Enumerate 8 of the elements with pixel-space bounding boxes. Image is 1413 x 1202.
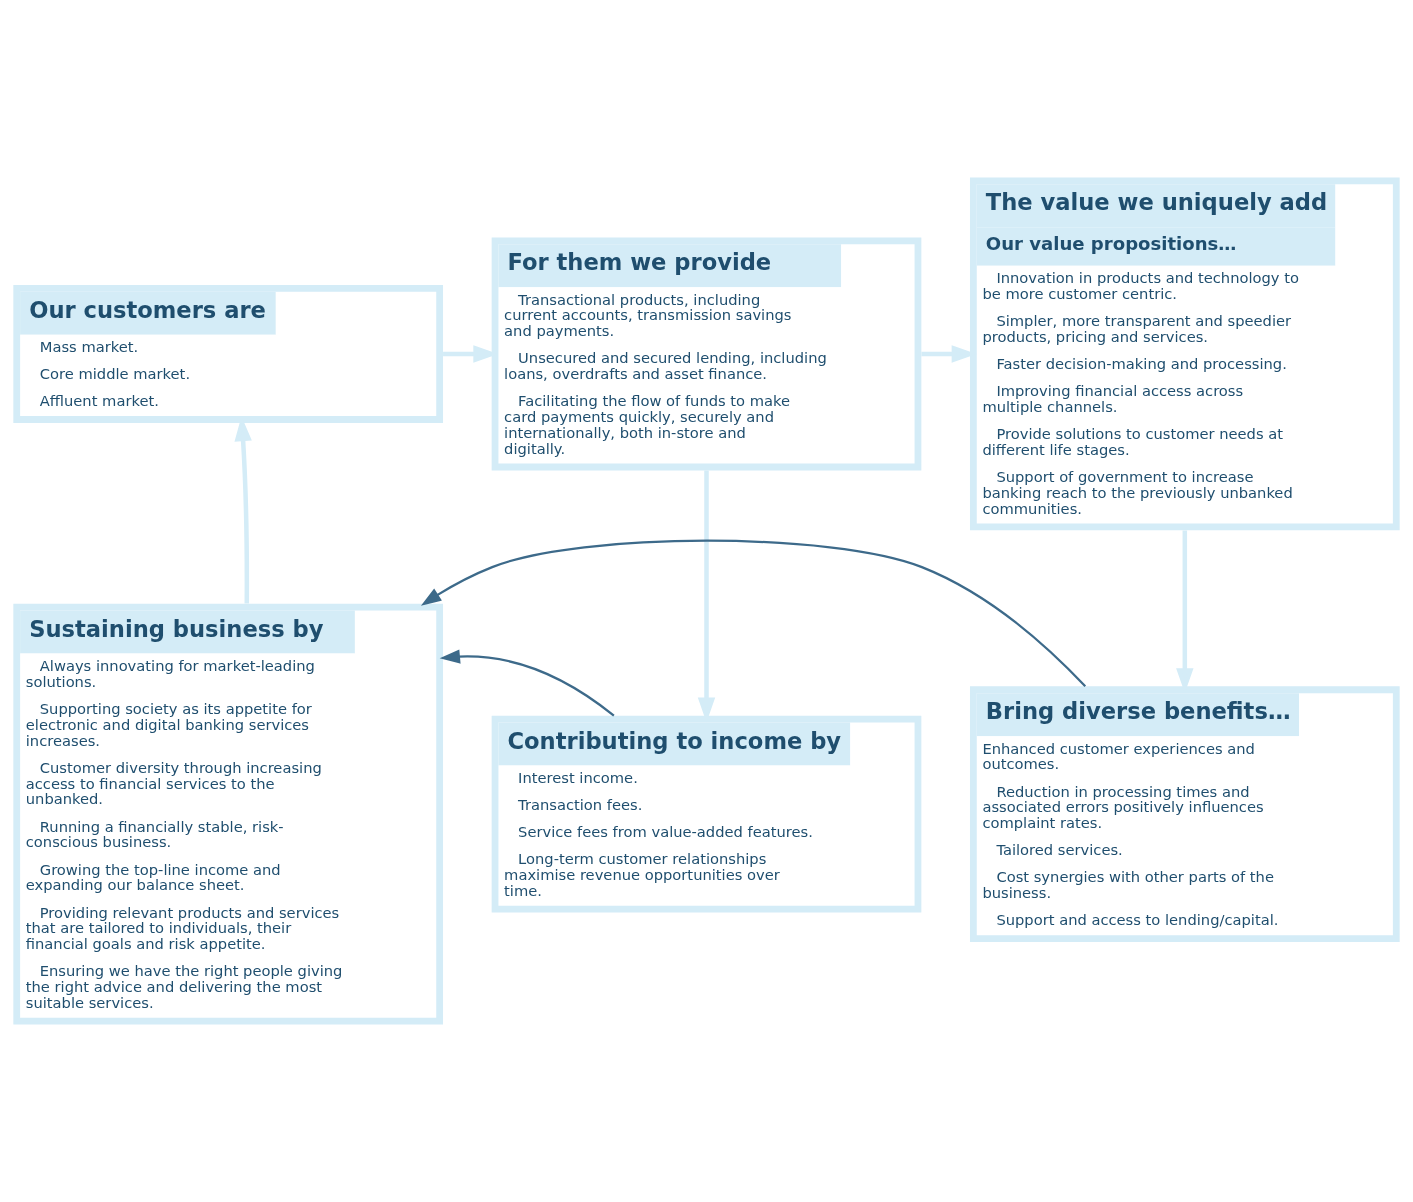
node-box: Our customers are Mass market. Core middle market. Affluent market. — [13, 284, 444, 423]
node-box: Contributing to income by Interest income. Transaction fees. Service fees from value-added features. Long-term customer relationships maximise revenue opportunities over time. — [491, 715, 922, 913]
node-box: Bring diverse benefits… Enhanced customer experiences and outcomes. Reduction in processing times and associated errors positively influences complaint rates. Tailored services. Cost synergies with other parts of the business. Support and access to lending/capital. — [969, 686, 1400, 942]
node-box: Sustaining business by Always innovating for market-leading solutions. Supporting society as its appetite for electronic and digital banking services increases. Customer diversity through increasing access to financial services to the unbanked. Running a financially stable, risk-conscious business. Growing the top-line income and expanding our balance sheet. Providing relevant products and services that are tailored to individuals, their financial goals and risk appetite. Ensuring we have the right people giving the right advice and delivering the most suitable services. — [13, 603, 444, 1025]
arrow — [439, 649, 615, 717]
node-box: For them we provide Transactional products, including current accounts, transmission savings and payments. Unsecured and secured lending, including loans, overdrafts and asset finance. Facilitating the flow of funds to make card payments quickly, securely and internationally, both in-store and digitally. — [491, 237, 922, 471]
node-box: The value we uniquely add Our value propositions… Innovation in products and technology to be more customer centric. Simpler, more transparent and speedier products, pricing and services. Faster decision-making and processing. Improving financial access across multiple channels. Provide solutions to customer needs at different life stages. Support of government to increase banking reach to the previously unbanked communities. — [969, 177, 1400, 531]
arrow — [420, 539, 1087, 687]
